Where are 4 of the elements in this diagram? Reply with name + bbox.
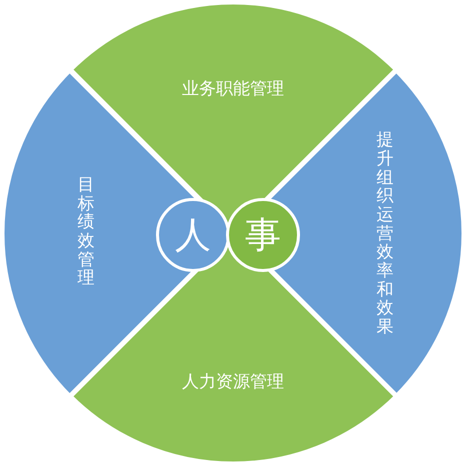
sector-label: 业务职能管理 (182, 78, 284, 100)
sector-label: 人力资源管理 (182, 370, 284, 392)
sector-label: 提升组织运营效率和效果 (376, 131, 394, 337)
sector-label: 目标绩效管理 (78, 176, 94, 288)
